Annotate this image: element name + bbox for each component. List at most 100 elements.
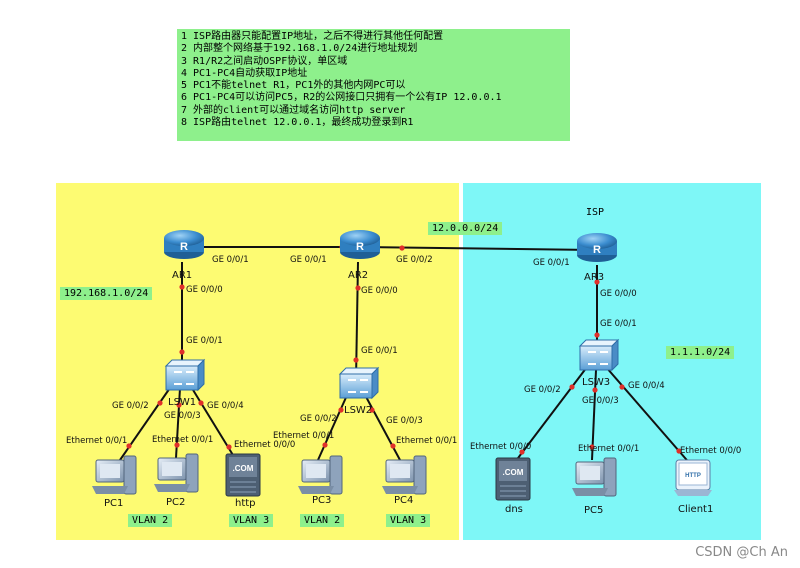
router-ar2[interactable]: R bbox=[340, 230, 380, 259]
requirement-5: 5 PC1不能telnet R1，PC1外的其他内网PC可以 bbox=[181, 80, 406, 92]
device-label-pc2: PC2 bbox=[166, 497, 186, 508]
port-dot bbox=[179, 284, 185, 290]
port-label-lsw2-up: GE 0/0/1 bbox=[361, 346, 398, 356]
port-label-ar3-w: GE 0/0/1 bbox=[533, 258, 570, 268]
port-label-pc2-eth: Ethernet 0/0/1 bbox=[152, 435, 214, 445]
port-dot bbox=[594, 279, 600, 285]
pc-pc5[interactable] bbox=[572, 457, 617, 497]
port-label-pc3-eth: Ethernet 0/0/1 bbox=[273, 431, 335, 441]
port-dot bbox=[338, 407, 344, 413]
port-dot bbox=[176, 402, 182, 408]
device-label-ar1: AR1 bbox=[172, 270, 193, 281]
requirement-4: 4 PC1-PC4自动获取IP地址 bbox=[181, 67, 308, 79]
pc-pc1[interactable] bbox=[92, 455, 137, 495]
requirement-8: 8 ISP路由telnet 12.0.0.1，最终成功登录到R1 bbox=[181, 117, 414, 129]
port-dot bbox=[126, 443, 132, 449]
credit-watermark: CSDN @Ch An bbox=[695, 545, 788, 560]
port-dot bbox=[594, 332, 600, 338]
port-label-pc5-eth: Ethernet 0/0/1 bbox=[578, 444, 640, 454]
port-label-ar2-s: GE 0/0/0 bbox=[361, 286, 398, 296]
port-dot bbox=[390, 443, 396, 449]
server-glyph: .COM bbox=[503, 468, 524, 477]
port-dot bbox=[592, 387, 598, 393]
port-label-lsw3-3: GE 0/0/3 bbox=[582, 396, 619, 406]
port-label-ar1-e: GE 0/0/1 bbox=[212, 255, 249, 265]
port-dot bbox=[226, 444, 232, 450]
requirement-3: 3 R1/R2之间启动OSPF协议，单区域 bbox=[181, 55, 348, 67]
subnet-wan-tag: 12.0.0.0/24 bbox=[428, 222, 503, 235]
server-glyph: .COM bbox=[233, 464, 254, 473]
client-client1[interactable]: HTTP bbox=[674, 459, 712, 496]
requirement-1: 1 ISP路由器只能配置IP地址，之后不得进行其他任何配置 bbox=[181, 31, 444, 42]
port-label-ar3-s: GE 0/0/0 bbox=[600, 289, 637, 299]
router-glyph: R bbox=[593, 244, 601, 256]
vlan-tag-pc3: VLAN 2 bbox=[300, 514, 345, 527]
port-dot bbox=[519, 449, 525, 455]
subnet-isp-lan-tag: 1.1.1.0/24 bbox=[666, 346, 735, 359]
device-label-pc5: PC5 bbox=[584, 505, 604, 516]
link-lsw1-pc1 bbox=[119, 384, 173, 461]
device-label-lsw3: LSW3 bbox=[582, 377, 611, 388]
client-glyph: HTTP bbox=[685, 473, 701, 479]
isp-label: ISP bbox=[586, 207, 605, 218]
port-label-lsw3-2: GE 0/0/2 bbox=[524, 385, 561, 395]
requirement-6: 6 PC1-PC4可以访问PC5，R2的公网接口只拥有一个公有IP 12.0.0… bbox=[181, 92, 502, 104]
router-ar1[interactable]: R bbox=[164, 230, 204, 259]
port-label-dns-eth: Ethernet 0/0/0 bbox=[470, 442, 532, 452]
link-lsw2-pc3 bbox=[317, 392, 349, 461]
router-ar3[interactable]: R bbox=[577, 233, 617, 262]
port-dot bbox=[619, 384, 625, 390]
requirement-7: 7 外部的client可以通过域名访问http server bbox=[181, 104, 406, 116]
link-ar2-ar3 bbox=[359, 246, 596, 251]
device-label-ar3: AR3 bbox=[584, 272, 605, 283]
pc-pc3[interactable] bbox=[298, 455, 343, 495]
port-label-pc1-eth: Ethernet 0/0/1 bbox=[66, 436, 128, 446]
port-dot bbox=[369, 407, 375, 413]
switch-lsw2[interactable] bbox=[338, 366, 380, 400]
device-label-ar2: AR2 bbox=[348, 270, 369, 281]
port-dot bbox=[322, 442, 328, 448]
router-glyph: R bbox=[180, 241, 188, 253]
link-lsw2-pc4 bbox=[363, 392, 401, 461]
port-label-lsw3-4: GE 0/0/4 bbox=[628, 381, 665, 391]
device-label-pc1: PC1 bbox=[104, 498, 124, 509]
port-dot bbox=[179, 349, 185, 355]
port-label-ar2-w: GE 0/0/1 bbox=[290, 255, 327, 265]
port-dot bbox=[157, 400, 163, 406]
port-label-http-eth: Ethernet 0/0/0 bbox=[234, 440, 296, 450]
vlan-tag-http: VLAN 3 bbox=[229, 514, 274, 527]
pc-pc4[interactable] bbox=[382, 455, 427, 495]
requirements-box: 1 ISP路由器只能配置IP地址，之后不得进行其他任何配置 2 内部整个网络基于… bbox=[177, 29, 570, 141]
port-label-lsw2-3: GE 0/0/3 bbox=[386, 416, 423, 426]
port-dot bbox=[198, 400, 204, 406]
device-label-pc3: PC3 bbox=[312, 495, 332, 506]
port-dot bbox=[174, 442, 180, 448]
port-label-client1-eth: Ethernet 0/0/0 bbox=[680, 446, 742, 456]
port-label-pc4-eth: Ethernet 0/0/1 bbox=[396, 436, 458, 446]
device-label-dns: dns bbox=[505, 504, 523, 515]
port-label-ar2-e: GE 0/0/2 bbox=[396, 255, 433, 265]
device-label-lsw2: LSW2 bbox=[344, 405, 373, 416]
server-http[interactable]: .COM bbox=[225, 453, 261, 497]
port-dot bbox=[353, 357, 359, 363]
vlan-tag-pc4: VLAN 3 bbox=[386, 514, 431, 527]
port-label-lsw3-up: GE 0/0/1 bbox=[600, 319, 637, 329]
port-dot bbox=[676, 448, 682, 454]
device-label-http: http bbox=[235, 498, 256, 509]
server-dns[interactable]: .COM bbox=[495, 457, 531, 501]
device-label-client1: Client1 bbox=[678, 504, 714, 515]
router-glyph: R bbox=[356, 241, 364, 253]
port-dot bbox=[355, 285, 361, 291]
port-label-ar1-s: GE 0/0/0 bbox=[186, 285, 223, 295]
port-label-lsw1-2: GE 0/0/2 bbox=[112, 401, 149, 411]
port-label-lsw1-4: GE 0/0/4 bbox=[207, 401, 244, 411]
pc-pc2[interactable] bbox=[154, 453, 199, 493]
port-dot bbox=[569, 384, 575, 390]
port-dot bbox=[589, 444, 595, 450]
switch-lsw3[interactable] bbox=[578, 338, 620, 372]
port-label-lsw1-3: GE 0/0/3 bbox=[164, 411, 201, 421]
requirement-2: 2 内部整个网络基于192.168.1.0/24进行地址规划 bbox=[181, 43, 418, 55]
subnet-internal-tag: 192.168.1.0/24 bbox=[60, 287, 153, 300]
switch-lsw1[interactable] bbox=[164, 358, 206, 392]
